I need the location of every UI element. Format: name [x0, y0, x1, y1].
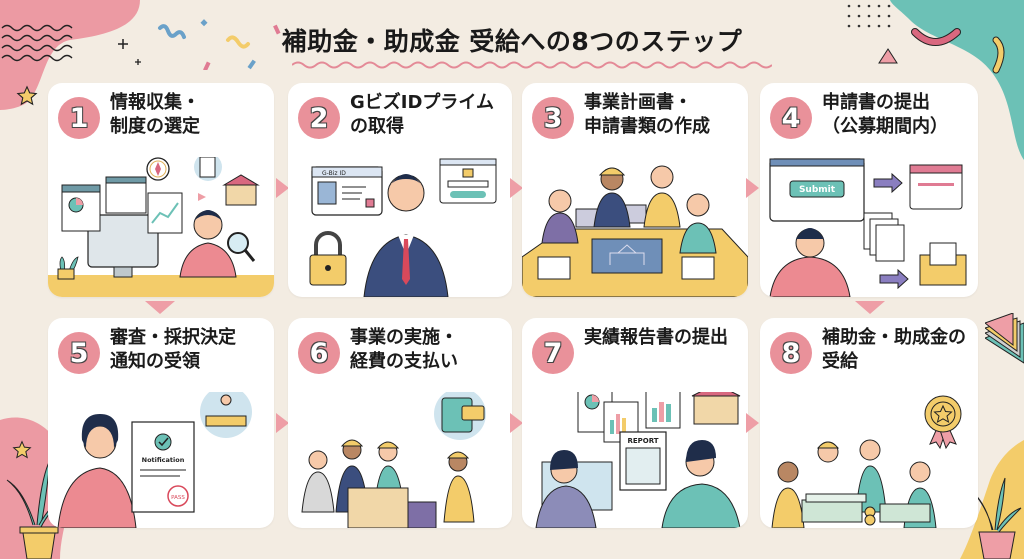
- business-plan-illustration: [522, 165, 748, 297]
- grant-received-illustration: [771, 395, 962, 528]
- layered-triangles-decoration: [985, 313, 1024, 364]
- plant-decoration-right: [972, 477, 1022, 559]
- step-title: 情報収集・ 制度の選定: [110, 92, 200, 137]
- star-decoration-bottom: [12, 440, 32, 459]
- browser-window-icon: Submit: [769, 158, 865, 222]
- arrow-right-1-2: [276, 178, 289, 198]
- step-number-badge: 2: [298, 97, 340, 139]
- stamp-icon: PASS: [167, 485, 189, 507]
- step-title: 事業の実施・ 経費の支払い: [350, 327, 458, 372]
- document-stack-icon: [537, 256, 715, 280]
- pink-arc-decoration: [911, 28, 961, 46]
- compass-icon: [146, 157, 170, 181]
- svg-text:PASS: PASS: [171, 495, 185, 501]
- document-icon: [194, 157, 222, 181]
- step-card-2: 2 GビズIDプライム の取得 G-Biz ID: [288, 83, 512, 297]
- step-number-badge: 4: [770, 97, 812, 139]
- notification-document-icon: Notification PASS: [131, 421, 195, 513]
- step-number-badge: 8: [770, 332, 812, 374]
- blueprint-icon: [591, 238, 663, 274]
- wavy-underline: [291, 61, 772, 69]
- school-building-icon: [691, 392, 741, 425]
- businessman: [363, 174, 449, 297]
- plant-decoration-left: [6, 459, 65, 559]
- svg-text:REPORT: REPORT: [627, 437, 658, 445]
- project-execution-illustration: [301, 392, 486, 528]
- step-card-5: 5 審査・採択決定 通知の受領 Notification PASS: [48, 318, 274, 528]
- inbox-tray-icon: [919, 242, 967, 286]
- step-title: GビズIDプライム の取得: [350, 92, 495, 137]
- step-title: 補助金・助成金の 受給: [822, 327, 966, 372]
- confetti-decoration: [118, 19, 281, 70]
- arrow-right-2-3: [510, 178, 523, 198]
- step-card-6: 6 事業の実施・ 経費の支払い: [288, 318, 512, 528]
- person-researcher: [179, 210, 237, 278]
- person-woman: [57, 414, 137, 528]
- yellow-blob-bottom-right: [960, 440, 1024, 559]
- submission-illustration: Submit: [769, 158, 967, 297]
- step-card-7: 7 実績報告書の提出 REPORT: [522, 318, 748, 528]
- page-title: 補助金・助成金 受給への8つのステップ: [281, 22, 772, 69]
- step-card-3: 3 事業計画書・ 申請書類の作成: [522, 83, 748, 297]
- research-illustration: [48, 157, 274, 297]
- review-meeting-icon: [200, 392, 252, 438]
- svg-text:Submit: Submit: [799, 185, 836, 195]
- triangle-decoration: [878, 48, 898, 64]
- step-card-1: 1 情報収集・ 制度の選定: [48, 83, 274, 297]
- step-number-badge: 1: [58, 97, 100, 139]
- arrow-down-1-5: [145, 301, 175, 314]
- star-decoration-left: [16, 85, 38, 106]
- step-card-8: 8 補助金・助成金の 受給: [760, 318, 978, 528]
- award-medal-icon: [924, 395, 962, 450]
- celebrating-people-icon: [771, 439, 937, 528]
- card-payment-icon: [434, 392, 486, 440]
- teal-blob-top-right: [890, 0, 1024, 160]
- report-illustration: REPORT: [535, 392, 741, 528]
- school-building-icon: [222, 174, 260, 206]
- calendar-icon: [909, 164, 963, 210]
- arrow-right-5-6: [276, 413, 289, 433]
- step-title: 審査・採択決定 通知の受領: [110, 327, 236, 372]
- arrow-right-6-7: [510, 413, 523, 433]
- arrow-right-7-8: [746, 413, 759, 433]
- chart-icon: [61, 184, 101, 232]
- step-number-badge: 7: [532, 332, 574, 374]
- page-title-text: 補助金・助成金 受給への8つのステップ: [281, 27, 743, 56]
- id-card-icon: G-Biz ID: [311, 166, 383, 216]
- computer-icon: [87, 214, 159, 278]
- step-number-badge: 6: [298, 332, 340, 374]
- report-icon: REPORT: [619, 431, 667, 491]
- submit-button[interactable]: Submit: [789, 180, 845, 198]
- step-title: 申請書の提出 （公募期間内）: [822, 92, 948, 137]
- step-card-4: 4 申請書の提出 （公募期間内） Submit: [760, 83, 978, 297]
- svg-text:G-Biz ID: G-Biz ID: [322, 170, 346, 177]
- money-stack-icon: [801, 493, 931, 526]
- building-icon: [347, 487, 437, 528]
- dot-grid-decoration: [847, 4, 891, 28]
- arrow-right-3-4: [746, 178, 759, 198]
- gbiz-id-illustration: G-Biz ID: [309, 158, 497, 297]
- documents-icon: [863, 212, 905, 262]
- magnifier-icon: [227, 232, 256, 262]
- check-icon: [154, 433, 172, 451]
- step-number-badge: 3: [532, 97, 574, 139]
- approval-illustration: Notification PASS: [57, 392, 252, 528]
- login-window-icon: [439, 158, 497, 204]
- pink-blob-top-left: [0, 0, 140, 110]
- svg-text:Notification: Notification: [142, 456, 185, 464]
- padlock-icon: [309, 231, 347, 286]
- title-area: 補助金・助成金 受給への8つのステップ: [0, 22, 1024, 69]
- step-number-badge: 5: [58, 332, 100, 374]
- step-title: 事業計画書・ 申請書類の作成: [584, 92, 710, 137]
- step-title: 実績報告書の提出: [584, 327, 728, 348]
- arrow-down-4-8: [855, 301, 885, 314]
